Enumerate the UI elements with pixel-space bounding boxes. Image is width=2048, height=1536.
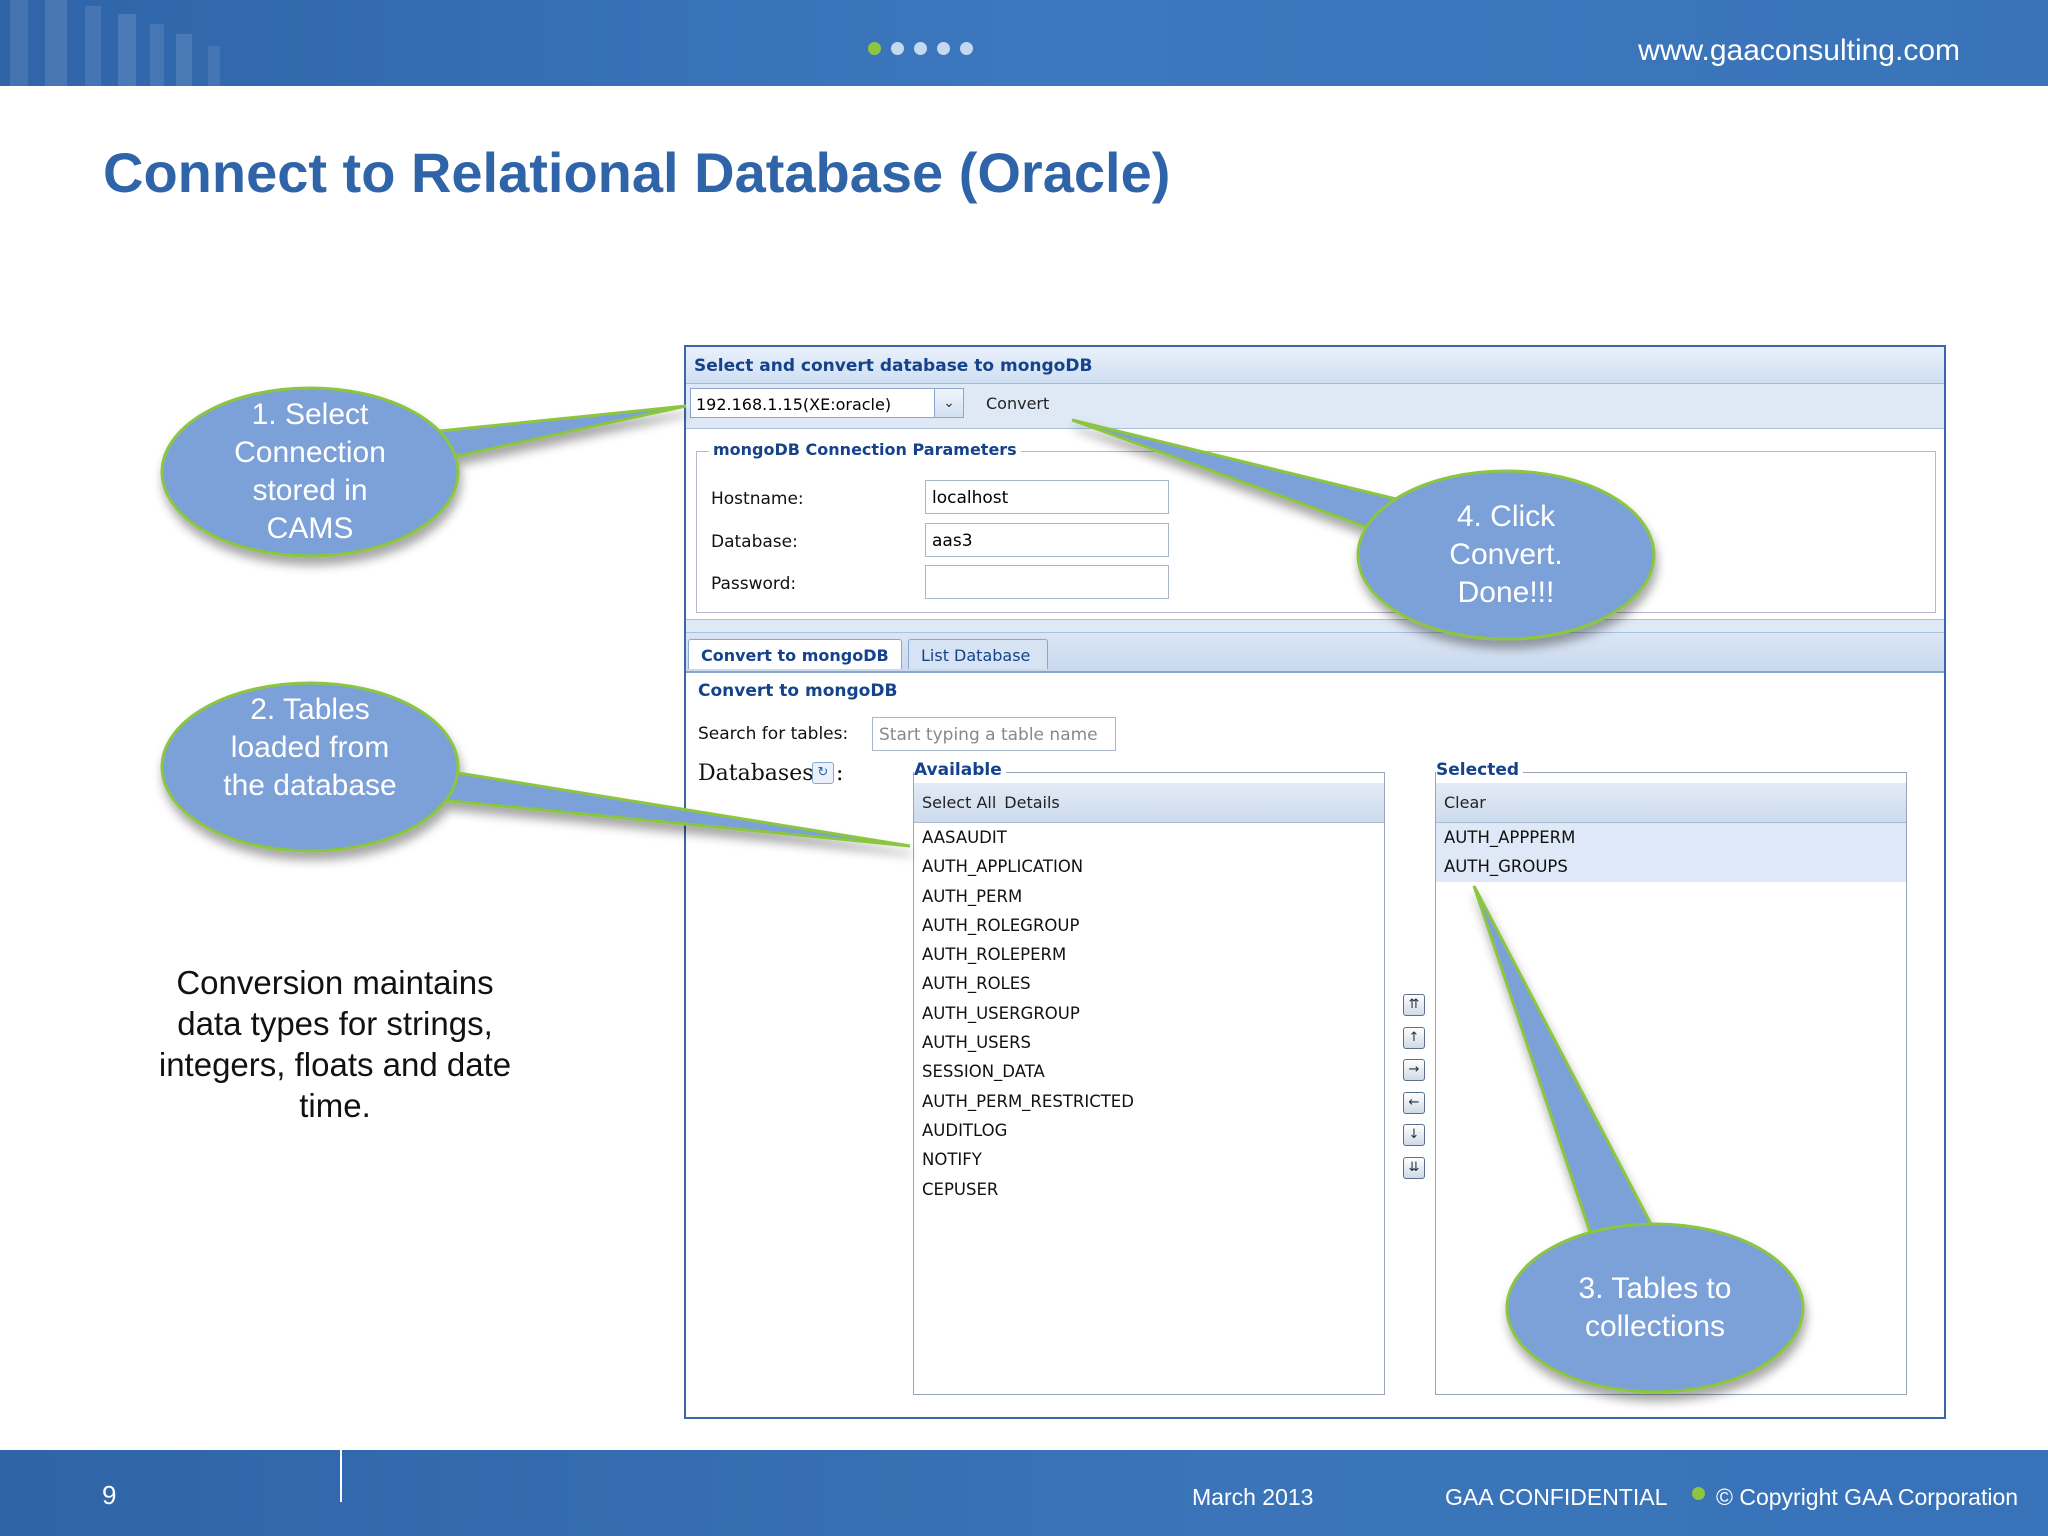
database-field[interactable]: aas3: [925, 523, 1169, 557]
conversion-note: Conversion maintains data types for stri…: [158, 964, 512, 1124]
convert-app-panel: Select and convert database to mongoDB 1…: [684, 345, 1946, 1419]
details-button[interactable]: Details: [1004, 793, 1060, 812]
footer-date: March 2013: [1192, 1484, 1314, 1510]
progress-dot: [868, 42, 881, 55]
arrow-left-icon: ←: [1408, 1094, 1420, 1110]
available-toolbar: Select All Details: [914, 783, 1384, 823]
database-label: Database:: [711, 532, 798, 552]
available-table-item[interactable]: AUTH_ROLEGROUP: [922, 915, 1080, 935]
available-table-item[interactable]: AUTH_APPLICATION: [922, 857, 1084, 877]
tab-convert-to-mongodb[interactable]: Convert to mongoDB: [688, 639, 902, 669]
arrow-right-icon: →: [1408, 1062, 1420, 1077]
hostname-field[interactable]: localhost: [925, 480, 1169, 514]
remove-button[interactable]: ←: [1403, 1091, 1425, 1114]
available-tables-list: AASAUDIT AUTH_APPLICATION AUTH_PERM AUTH_RO…: [914, 823, 1384, 1204]
table-search-input[interactable]: Start typing a table name: [872, 717, 1116, 751]
callout-tables-to-collections: 3. Tables to collections: [1578, 1272, 1732, 1343]
chevron-down-icon[interactable]: ⌄: [934, 389, 963, 417]
databases-label: Databases: [698, 761, 814, 786]
available-table-item[interactable]: CEPUSER: [922, 1179, 999, 1199]
footer-divider: [340, 1450, 342, 1502]
available-table-item[interactable]: NOTIFY: [922, 1150, 982, 1170]
available-legend: Available: [914, 760, 1006, 780]
connection-select-value: 192.168.1.15(XE:oracle): [696, 395, 892, 414]
hostname-label: Hostname:: [711, 489, 804, 509]
connection-params-legend: mongoDB Connection Parameters: [709, 440, 1021, 459]
available-table-item[interactable]: SESSION_DATA: [922, 1062, 1045, 1082]
panel-header-title: Select and convert database to mongoDB: [694, 356, 1093, 376]
available-table-item[interactable]: AUTH_ROLES: [922, 974, 1031, 994]
connection-select[interactable]: 192.168.1.15(XE:oracle) ⌄: [690, 388, 964, 418]
callout-tables-loaded: 2. Tables loaded from the database: [223, 693, 397, 802]
available-table-item[interactable]: AUTH_USERS: [922, 1033, 1032, 1053]
callout-click-convert: 4. Click Convert. Done!!!: [1449, 500, 1563, 609]
slide-header-bar: www.gaaconsulting.com: [0, 0, 2048, 86]
progress-dot: [891, 42, 904, 55]
panel-toolbar: 192.168.1.15(XE:oracle) ⌄ Convert: [686, 384, 1944, 429]
progress-dots: [868, 42, 973, 55]
move-down-button[interactable]: ↓: [1403, 1124, 1425, 1146]
available-table-item[interactable]: AASAUDIT: [922, 828, 1007, 847]
selected-legend: Selected: [1436, 760, 1524, 780]
double-arrow-up-icon: ⇈: [1408, 997, 1420, 1012]
available-table-item[interactable]: AUTH_PERM: [922, 886, 1023, 906]
selected-table-item[interactable]: AUTH_GROUPS: [1436, 852, 1906, 882]
selected-toolbar: Clear: [1436, 783, 1906, 823]
available-table-item[interactable]: AUDITLOG: [922, 1120, 1008, 1140]
move-bottom-button[interactable]: ⇊: [1403, 1156, 1425, 1179]
slide-footer: 9 March 2013 GAA CONFIDENTIAL © Copyrigh…: [0, 1450, 2048, 1536]
move-up-button[interactable]: ↑: [1403, 1026, 1425, 1049]
move-top-button[interactable]: ⇈: [1403, 994, 1425, 1016]
select-all-button[interactable]: Select All: [922, 793, 997, 812]
password-label: Password:: [711, 574, 797, 594]
page-number: 9: [102, 1480, 117, 1510]
search-label: Search for tables:: [698, 724, 849, 744]
header-decoration: [10, 0, 220, 86]
footer-bullet-dot: [1692, 1487, 1705, 1500]
clear-button[interactable]: Clear: [1444, 793, 1486, 812]
available-table-item[interactable]: AUTH_USERGROUP: [922, 1003, 1080, 1023]
section-title: Convert to mongoDB: [698, 681, 898, 701]
tab-strip: Convert to mongoDB List Database: [686, 633, 1944, 673]
footer-confidential: GAA CONFIDENTIAL: [1445, 1484, 1668, 1510]
databases-colon: :: [836, 761, 844, 786]
available-tables-box: Available Select All Details AASAUDIT AUTH…: [913, 760, 1385, 1395]
arrow-down-icon: ↓: [1408, 1127, 1420, 1142]
panel-splitter[interactable]: [686, 619, 1944, 633]
available-table-item[interactable]: AUTH_PERM_RESTRICTED: [922, 1091, 1134, 1111]
progress-dot: [937, 42, 950, 55]
password-field[interactable]: [925, 565, 1169, 599]
callout-select-connection: 1. Select Connection stored in CAMS: [234, 398, 386, 545]
add-button[interactable]: →: [1403, 1059, 1425, 1081]
tab-list-database[interactable]: List Database: [908, 639, 1048, 669]
double-arrow-down-icon: ⇊: [1408, 1159, 1420, 1175]
available-table-item[interactable]: AUTH_ROLEPERM: [922, 945, 1067, 965]
panel-header: Select and convert database to mongoDB: [686, 347, 1944, 384]
progress-dot: [914, 42, 927, 55]
connection-params-fieldset: mongoDB Connection Parameters Hostname: …: [696, 440, 1936, 613]
refresh-icon[interactable]: ↻: [812, 762, 834, 784]
footer-copyright: © Copyright GAA Corporation: [1716, 1484, 2019, 1510]
convert-button[interactable]: Convert: [986, 394, 1050, 413]
header-url: www.gaaconsulting.com: [1638, 34, 1960, 67]
arrow-up-icon: ↑: [1408, 1029, 1420, 1045]
progress-dot: [960, 42, 973, 55]
selected-table-item[interactable]: AUTH_APPPERM: [1436, 823, 1906, 853]
slide-title: Connect to Relational Database (Oracle): [103, 141, 1171, 204]
